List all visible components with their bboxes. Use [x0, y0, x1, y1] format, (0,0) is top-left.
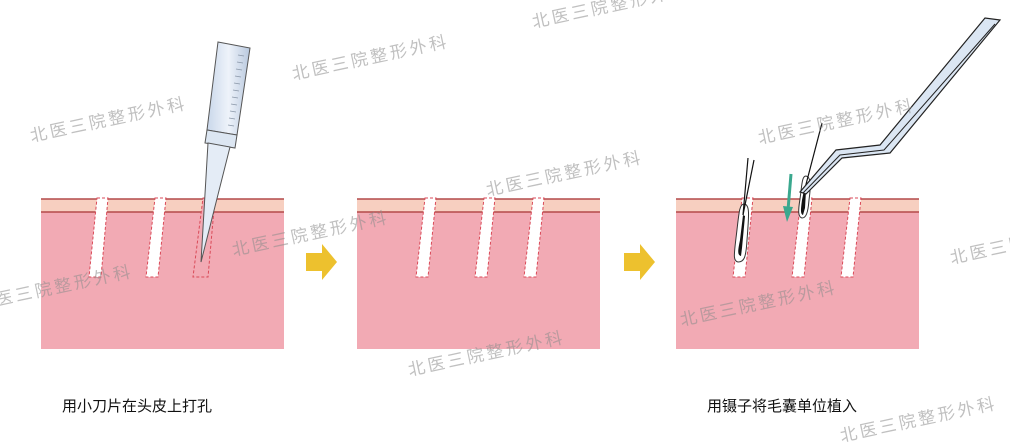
scalpel-icon — [200, 41, 251, 263]
incision-hole — [840, 197, 862, 278]
step-arrow-icon — [624, 244, 655, 280]
caption-step-3: 用镊子将毛囊单位植入 — [707, 397, 858, 415]
panel-incision — [41, 41, 284, 349]
incision-hole — [415, 197, 437, 278]
incision-hole — [523, 197, 545, 278]
caption-step-1: 用小刀片在头皮上打孔 — [62, 397, 213, 415]
placement-arrow-icon — [783, 173, 793, 222]
panel-holes-ready — [357, 197, 600, 349]
follicular-unit-implanted — [733, 157, 755, 263]
incision-hole — [88, 197, 109, 278]
forceps-icon — [798, 17, 1002, 195]
incision-hole — [145, 197, 167, 278]
procedure-diagram — [41, 17, 1002, 349]
incision-hole — [474, 197, 496, 278]
step-arrow-icon — [306, 244, 337, 280]
panel-implant — [676, 17, 1002, 349]
